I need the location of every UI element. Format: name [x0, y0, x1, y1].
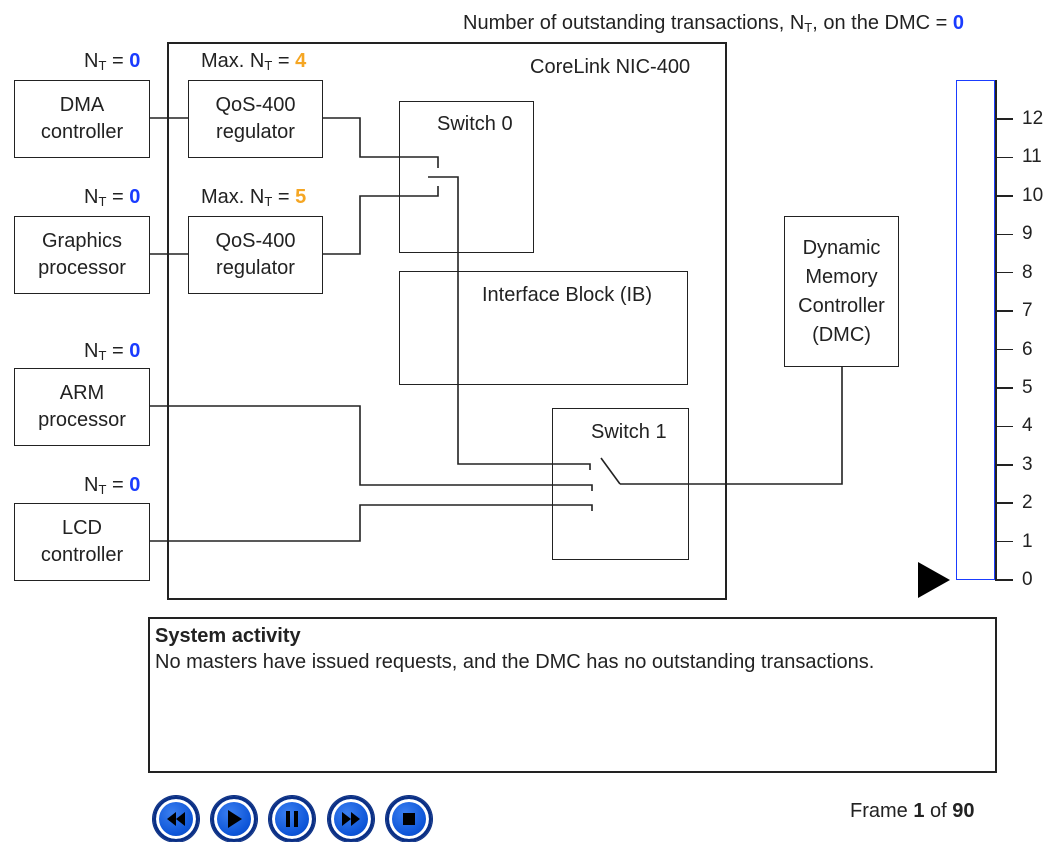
frame-total: 90 [952, 800, 975, 822]
switch-0-box [399, 101, 534, 253]
gauge-tick-mark [995, 271, 1013, 274]
lcd-nt-label: NT = 0 [84, 474, 141, 497]
qos1-max-label: Max. NT = 4 [201, 50, 307, 73]
dmc-outstanding-label: Number of outstanding transactions, NT, … [463, 12, 964, 35]
nic-400-box [167, 42, 727, 600]
frame-current: 1 [913, 800, 925, 822]
gauge-tick-mark [995, 579, 1013, 581]
rewind-button[interactable] [153, 796, 199, 842]
arm-nt-label: NT = 0 [84, 340, 141, 363]
system-activity-title: System activity [155, 625, 301, 647]
gauge-tick-mark [995, 540, 1013, 543]
system-activity-panel: System activity No masters have issued r… [148, 617, 997, 773]
gauge-tick-label: 11 [1022, 146, 1042, 168]
stop-icon [403, 813, 415, 825]
gauge-tick-mark [995, 195, 1013, 197]
frame-counter: Frame 1 of 90 [850, 800, 975, 822]
gauge-tick-mark [995, 233, 1013, 235]
gauge-tick-label: 6 [1022, 338, 1033, 360]
switch-0-label: Switch 0 [437, 113, 513, 135]
play-button[interactable] [211, 796, 257, 842]
pause-icon [286, 811, 298, 827]
gauge-pointer-icon [918, 562, 950, 598]
gauge-tick-mark [995, 425, 1013, 428]
pause-button[interactable] [269, 796, 315, 842]
gauge-tick-mark [995, 118, 1013, 120]
gauge-tick-label: 12 [1022, 108, 1044, 129]
gauge-tick-mark [995, 464, 1013, 466]
nic-400-title: CoreLink NIC-400 [530, 56, 691, 78]
gauge-tick-mark [995, 156, 1013, 159]
graphics-nt-label: NT = 0 [84, 186, 141, 209]
stop-button[interactable] [386, 796, 432, 842]
gauge-scale-line [995, 80, 997, 580]
gauge-tick-label: 7 [1022, 300, 1033, 322]
switch-1-box [552, 408, 689, 560]
gauge-tick-mark [995, 502, 1013, 504]
gauge-tick-label: 3 [1022, 453, 1033, 475]
switch-1-label: Switch 1 [591, 421, 667, 443]
gauge-tick-label: 8 [1022, 261, 1033, 283]
gauge-tick-label: 10 [1022, 184, 1044, 206]
fast-forward-button[interactable] [328, 796, 374, 842]
gauge-tick-label: 5 [1022, 376, 1033, 398]
play-icon [228, 810, 242, 828]
system-activity-text: No masters have issued requests, and the… [155, 651, 875, 673]
gauge-tick-label: 9 [1022, 223, 1033, 245]
gauge-tick-label: 1 [1022, 530, 1033, 552]
interface-block-box [399, 271, 688, 385]
gauge-tick-label: 4 [1022, 415, 1033, 437]
interface-block-label: Interface Block (IB) [482, 284, 653, 306]
qos2-max-label: Max. NT = 5 [201, 186, 307, 209]
gauge-tick-label: 2 [1022, 492, 1033, 514]
gauge-tick-mark [995, 348, 1013, 351]
gauge-tick-label: 0 [1022, 569, 1033, 590]
gauge-tick-mark [995, 387, 1013, 389]
dmc-outstanding-value: 0 [952, 12, 964, 34]
gauge-tick-mark [995, 310, 1013, 312]
rewind-icon [167, 812, 185, 826]
fast-forward-icon [342, 812, 360, 826]
outstanding-gauge [956, 80, 995, 580]
dma-nt-label: NT = 0 [84, 50, 141, 73]
